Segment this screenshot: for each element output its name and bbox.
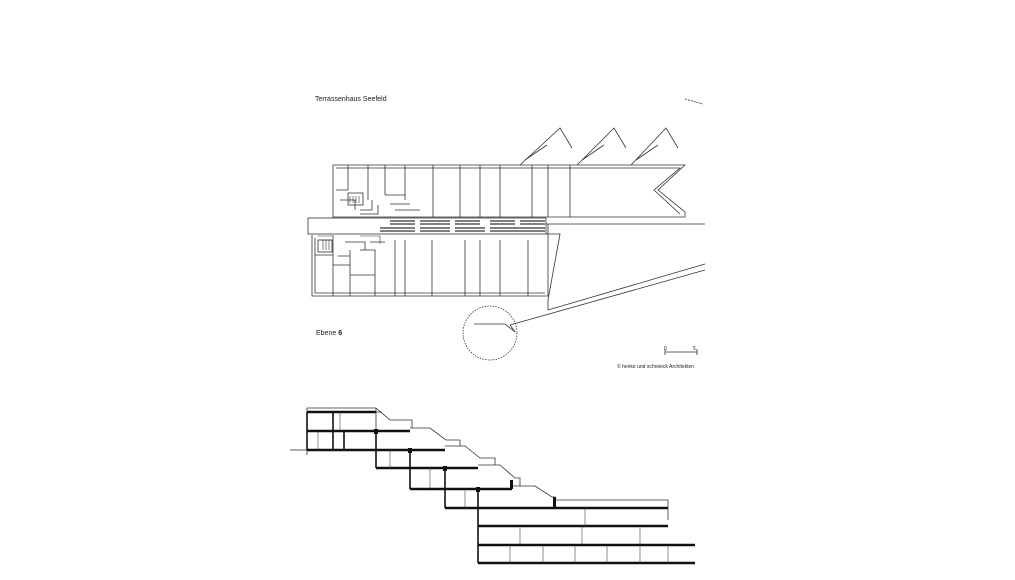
room-dividers <box>317 412 669 563</box>
ramp-path <box>509 263 706 333</box>
level-label: Ebene 6 <box>316 330 342 337</box>
lower-room-walls <box>315 235 529 296</box>
plan-outline-upper-inner <box>336 167 682 215</box>
terrace-fins <box>519 127 679 166</box>
floor-plan <box>307 98 706 361</box>
junction-stairs <box>318 235 381 244</box>
scale-start-label: 0 <box>664 346 667 352</box>
scale-end-label: 5 <box>693 346 696 352</box>
level-label-text: Ebene <box>316 330 337 337</box>
drawing-title: Terrassenhaus Seefeld <box>315 96 387 103</box>
section-nodes <box>374 429 556 508</box>
upper-room-walls <box>336 165 571 217</box>
scale-bar <box>664 349 698 355</box>
floor-slabs <box>307 410 695 565</box>
corridor <box>307 217 547 235</box>
site-mark <box>684 98 704 105</box>
section-walls <box>306 412 479 563</box>
parapet-lines <box>306 407 669 520</box>
circular-plaza <box>462 305 518 361</box>
circular-plaza-ramp <box>474 323 516 333</box>
plan-outline-lower <box>311 224 549 297</box>
plan-outline-lower-inner <box>314 238 545 294</box>
stair-marks <box>322 196 360 250</box>
level-number: 6 <box>338 330 343 337</box>
credit-label: © henke und schreieck Architekten <box>617 364 695 370</box>
corridor-extension-2 <box>546 233 561 310</box>
corridor-windows <box>380 220 545 232</box>
plan-outline-upper <box>332 164 687 218</box>
building-section <box>290 407 695 565</box>
